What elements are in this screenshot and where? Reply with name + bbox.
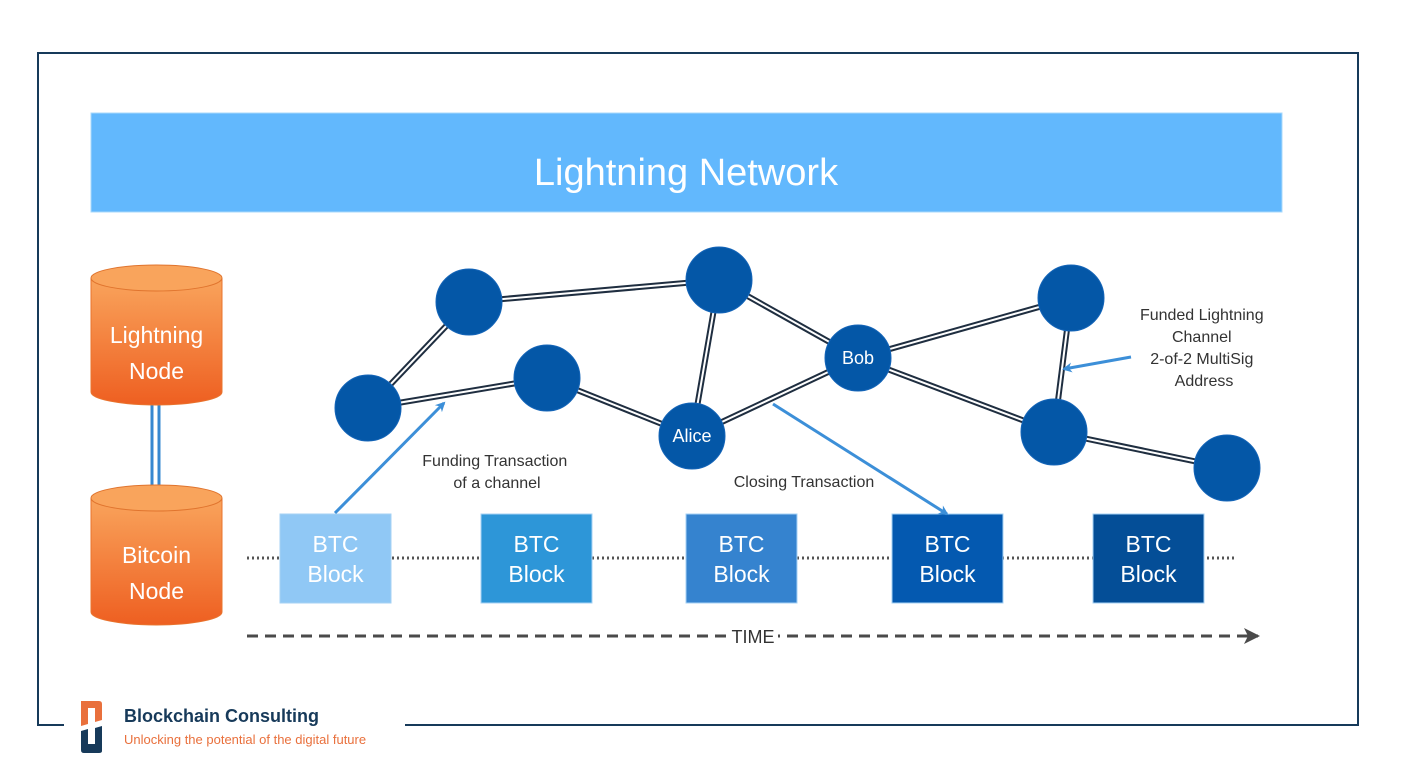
channel-bob-n8 <box>856 355 1056 435</box>
time-label: TIME <box>732 627 775 647</box>
funding-transaction-arrow <box>333 401 446 515</box>
logo-icon <box>81 701 102 753</box>
cylinder-label-line: Bitcoin <box>122 542 191 568</box>
channel-label-line-1: Funded Lightning <box>1140 307 1264 324</box>
company-logo: Blockchain Consulting Unlocking the pote… <box>78 698 418 758</box>
node-label-alice: Alice <box>672 426 711 446</box>
funding-transaction-label: Funding Transaction of a channel <box>422 453 571 492</box>
btc-block-box <box>891 513 1004 604</box>
time-label-bg <box>728 624 778 648</box>
cylinder-label-line: Lightning <box>110 322 203 348</box>
network-node-n1 <box>435 268 503 336</box>
network-node-n3 <box>513 344 581 412</box>
page-title: Lightning Network <box>534 152 839 194</box>
funding-label-line-1: Funding Transaction <box>422 453 567 470</box>
title-banner <box>90 112 1283 213</box>
btc-block-box <box>685 513 798 604</box>
network-node-n4 <box>685 246 753 314</box>
network-node-n2 <box>334 374 402 442</box>
cylinder-label-line: Node <box>129 578 184 604</box>
closing-transaction-arrow <box>772 402 949 516</box>
funded-channel-arrow <box>1062 355 1132 373</box>
network-node-n7 <box>1037 264 1105 332</box>
network-node-alice: Alice <box>658 402 726 470</box>
company-name: Blockchain Consulting <box>124 706 320 726</box>
network-node-n8 <box>1020 398 1088 466</box>
funded-channel-label: Funded Lightning Channel 2-of-2 MultiSig… <box>1140 307 1268 390</box>
btc-block-box <box>480 513 593 604</box>
network-node-bob: Bob <box>824 324 892 392</box>
channel-bob-n7 <box>857 295 1072 361</box>
node-connection-pipe <box>150 400 161 493</box>
funding-label-line-2: of a channel <box>453 475 540 492</box>
btc-block-box <box>1092 513 1205 604</box>
network-node-n9 <box>1193 434 1261 502</box>
channel-label-line-2: Channel <box>1172 329 1232 346</box>
closing-label-line-1: Closing Transaction <box>734 474 875 491</box>
channel-label-line-3: 2-of-2 MultiSig <box>1150 351 1253 368</box>
company-tagline: Unlocking the potential of the digital f… <box>124 732 367 747</box>
frame-border <box>37 52 1359 726</box>
closing-transaction-label: Closing Transaction <box>734 474 875 491</box>
btc-block-box <box>279 513 392 604</box>
node-label-bob: Bob <box>842 348 874 368</box>
channel-label-line-4: Address <box>1175 373 1234 390</box>
channel-n1-n4 <box>468 277 720 305</box>
cylinder-label-line: Node <box>129 358 184 384</box>
